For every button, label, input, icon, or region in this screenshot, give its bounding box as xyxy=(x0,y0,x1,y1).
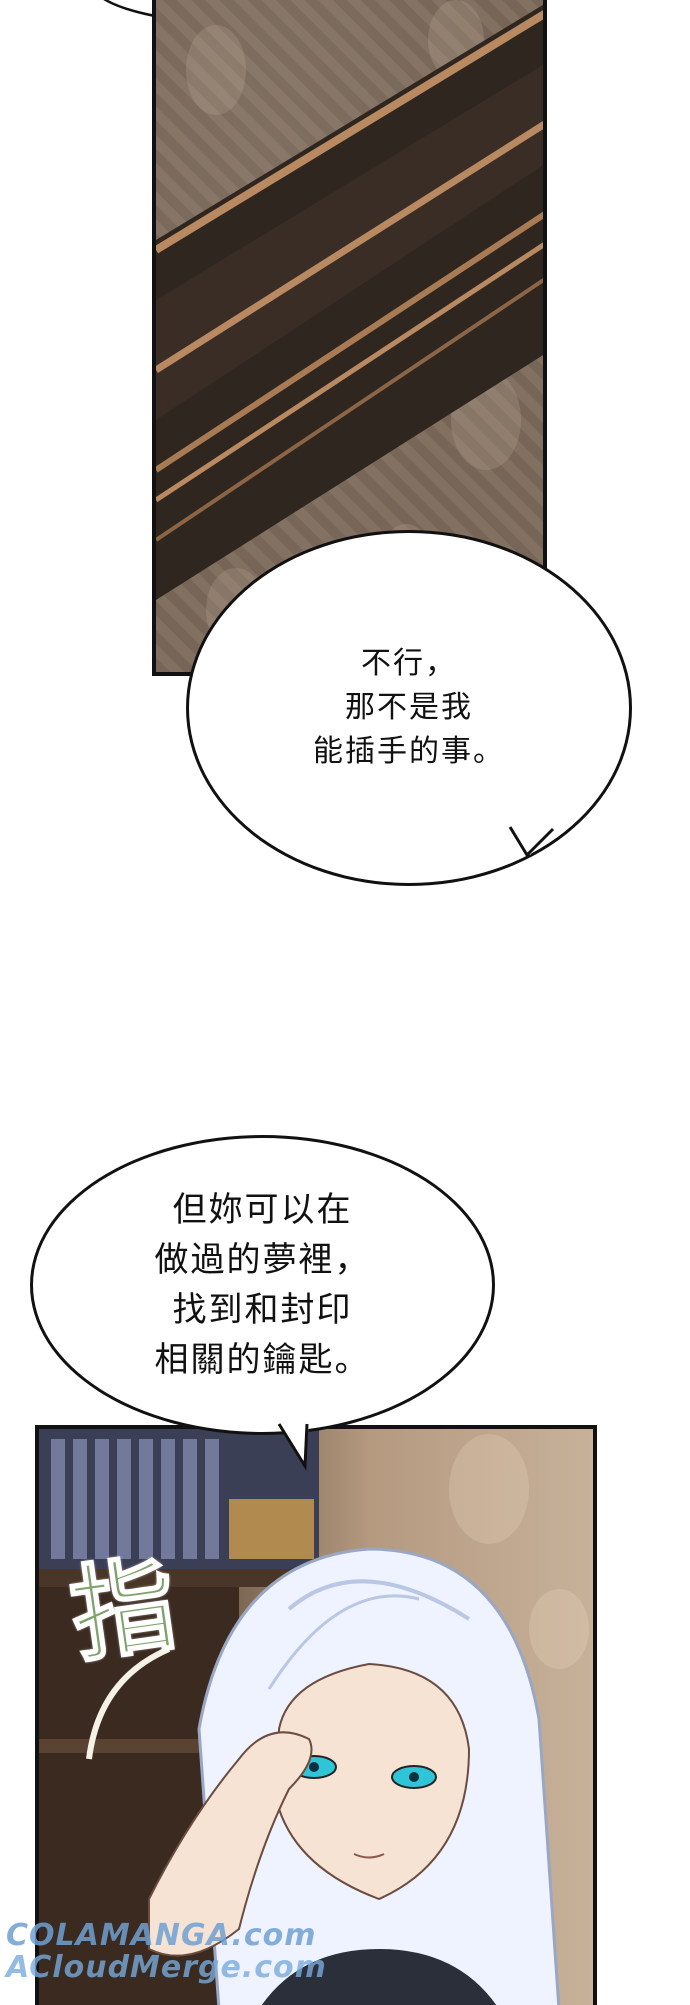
character-hand xyxy=(148,1731,313,1957)
sound-effect-text: 指 xyxy=(62,1541,184,1678)
speech-bubble-2: 但妳可以在 做過的夢裡， 找到和封印 相關的鑰匙。 xyxy=(30,1135,495,1435)
watermark-line-2: ACloudMerge.com xyxy=(6,1950,327,1985)
curtain-trim-2 xyxy=(156,120,543,373)
speech-bubble-1: 不行， 那不是我 能插手的事。 xyxy=(186,530,632,886)
curtain-fold xyxy=(156,64,543,420)
speech-bubble-1-tail xyxy=(508,825,555,858)
curtain-illustration xyxy=(156,0,543,652)
speech-bubble-2-text: 但妳可以在 做過的夢裡， 找到和封印 相關的鑰匙。 xyxy=(154,1190,371,1380)
curtain-trim-3 xyxy=(156,211,543,473)
curtain-trim-4 xyxy=(156,242,543,503)
motion-arc xyxy=(86,1646,171,1760)
curtain-trim-1 xyxy=(156,10,543,254)
curtain-trim-5 xyxy=(156,277,543,542)
shelf-decoration xyxy=(229,1499,314,1559)
watermark: COLAMANGA.com ACloudMerge.com xyxy=(6,1920,327,1984)
character-clothes xyxy=(261,1949,497,2005)
watermark-line-1: COLAMANGA.com xyxy=(6,1918,317,1953)
speech-bubble-2-tail xyxy=(277,1422,309,1471)
character-face xyxy=(278,1662,471,1901)
character-illustration xyxy=(39,1429,589,2005)
speech-bubble-1-text: 不行， 那不是我 能插手的事。 xyxy=(313,646,505,769)
